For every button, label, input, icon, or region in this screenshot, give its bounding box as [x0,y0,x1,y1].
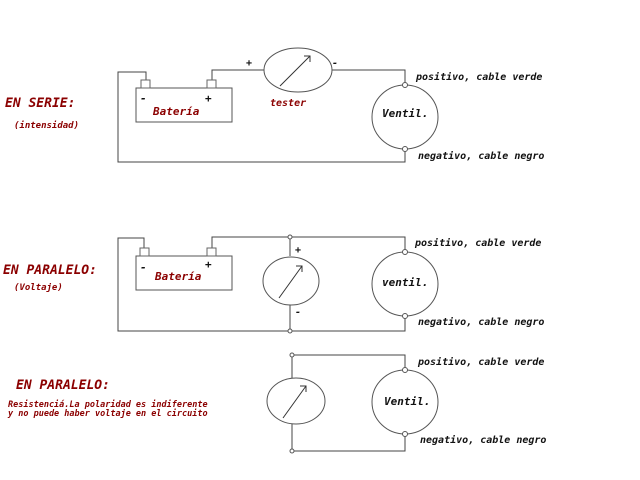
fan-terminal-negative [402,146,408,152]
battery-minus-sign: - [140,261,147,274]
positive-wire-label: positivo, cable verde [415,71,542,83]
meter-minus-sign: - [295,307,301,318]
meter-plus-sign: + [246,58,252,69]
battery-terminal-plus [206,247,217,257]
fan-terminal-negative [402,313,408,319]
battery [135,255,233,291]
meter-needle-arrow [296,265,303,272]
resistance-note-line1: Resistenciá.La polaridad es indiferente [8,399,208,410]
parallel-voltage-circuit: - + Batería + - ventil. positivo, cable … [3,234,544,334]
series-subheading: (intensidad) [14,120,79,131]
fan-label: Ventil. [384,395,430,408]
fan-terminal-positive [402,249,408,255]
series-heading: EN SERIE: [5,96,75,111]
meter-needle [278,265,303,299]
battery-terminal-plus [206,79,217,89]
meter-plus-sign: + [295,245,301,256]
battery-terminal-minus [140,79,151,89]
battery-label: Batería [154,270,202,283]
meter-icon [266,377,326,425]
positive-wire-label: positivo, cable verde [417,356,544,368]
meter-minus-sign: - [332,58,338,69]
meter-needle-arrow [300,385,307,392]
fan-terminal-negative [402,431,408,437]
wire-meter-to-fan [332,69,406,84]
parallel-voltage-subheading: (Voltaje) [14,282,63,293]
negative-wire-label: negativo, cable negro [418,150,544,162]
battery-minus-sign: - [140,92,147,105]
resistance-note-line2: y no puede haber voltaje en el circuito [7,408,208,419]
meter-needle-arrow [304,55,311,62]
meter-label: tester [270,98,306,109]
meter-junction-bottom [289,448,295,454]
meter-needle [282,385,307,419]
series-circuit: - + Batería + - tester Ventil. positivo,… [5,47,544,163]
fan-terminal-positive [402,82,408,88]
parallel-resistance-circuit: Ventil. positivo, cable verde negativo, … [7,352,546,454]
wire-battery-minus [117,237,406,332]
wire-top [292,354,406,369]
negative-wire-label: negativo, cable negro [418,316,544,328]
wire-battery-plus [211,236,406,252]
battery [135,87,233,123]
meter-junction-top [289,352,295,358]
meter-icon [263,47,333,93]
meter-junction-top [287,234,293,240]
battery-plus-sign: + [205,258,212,271]
positive-wire-label: positivo, cable verde [414,237,541,249]
parallel-resistance-heading: EN PARALELO: [16,378,110,393]
wire-battery-minus [117,71,406,163]
wire-bottom [292,434,406,452]
battery-terminal-minus [139,247,150,257]
negative-wire-label: negativo, cable negro [420,434,546,446]
fan-terminal-positive [402,367,408,373]
fan-label: ventil. [382,276,428,289]
parallel-voltage-heading: EN PARALELO: [3,263,97,278]
battery-label: Batería [152,105,200,118]
wire-battery-plus-to-meter [211,69,264,80]
battery-plus-sign: + [205,92,212,105]
meter-needle [279,55,311,87]
meter-junction-bottom [287,328,293,334]
fan-label: Ventil. [382,107,428,120]
